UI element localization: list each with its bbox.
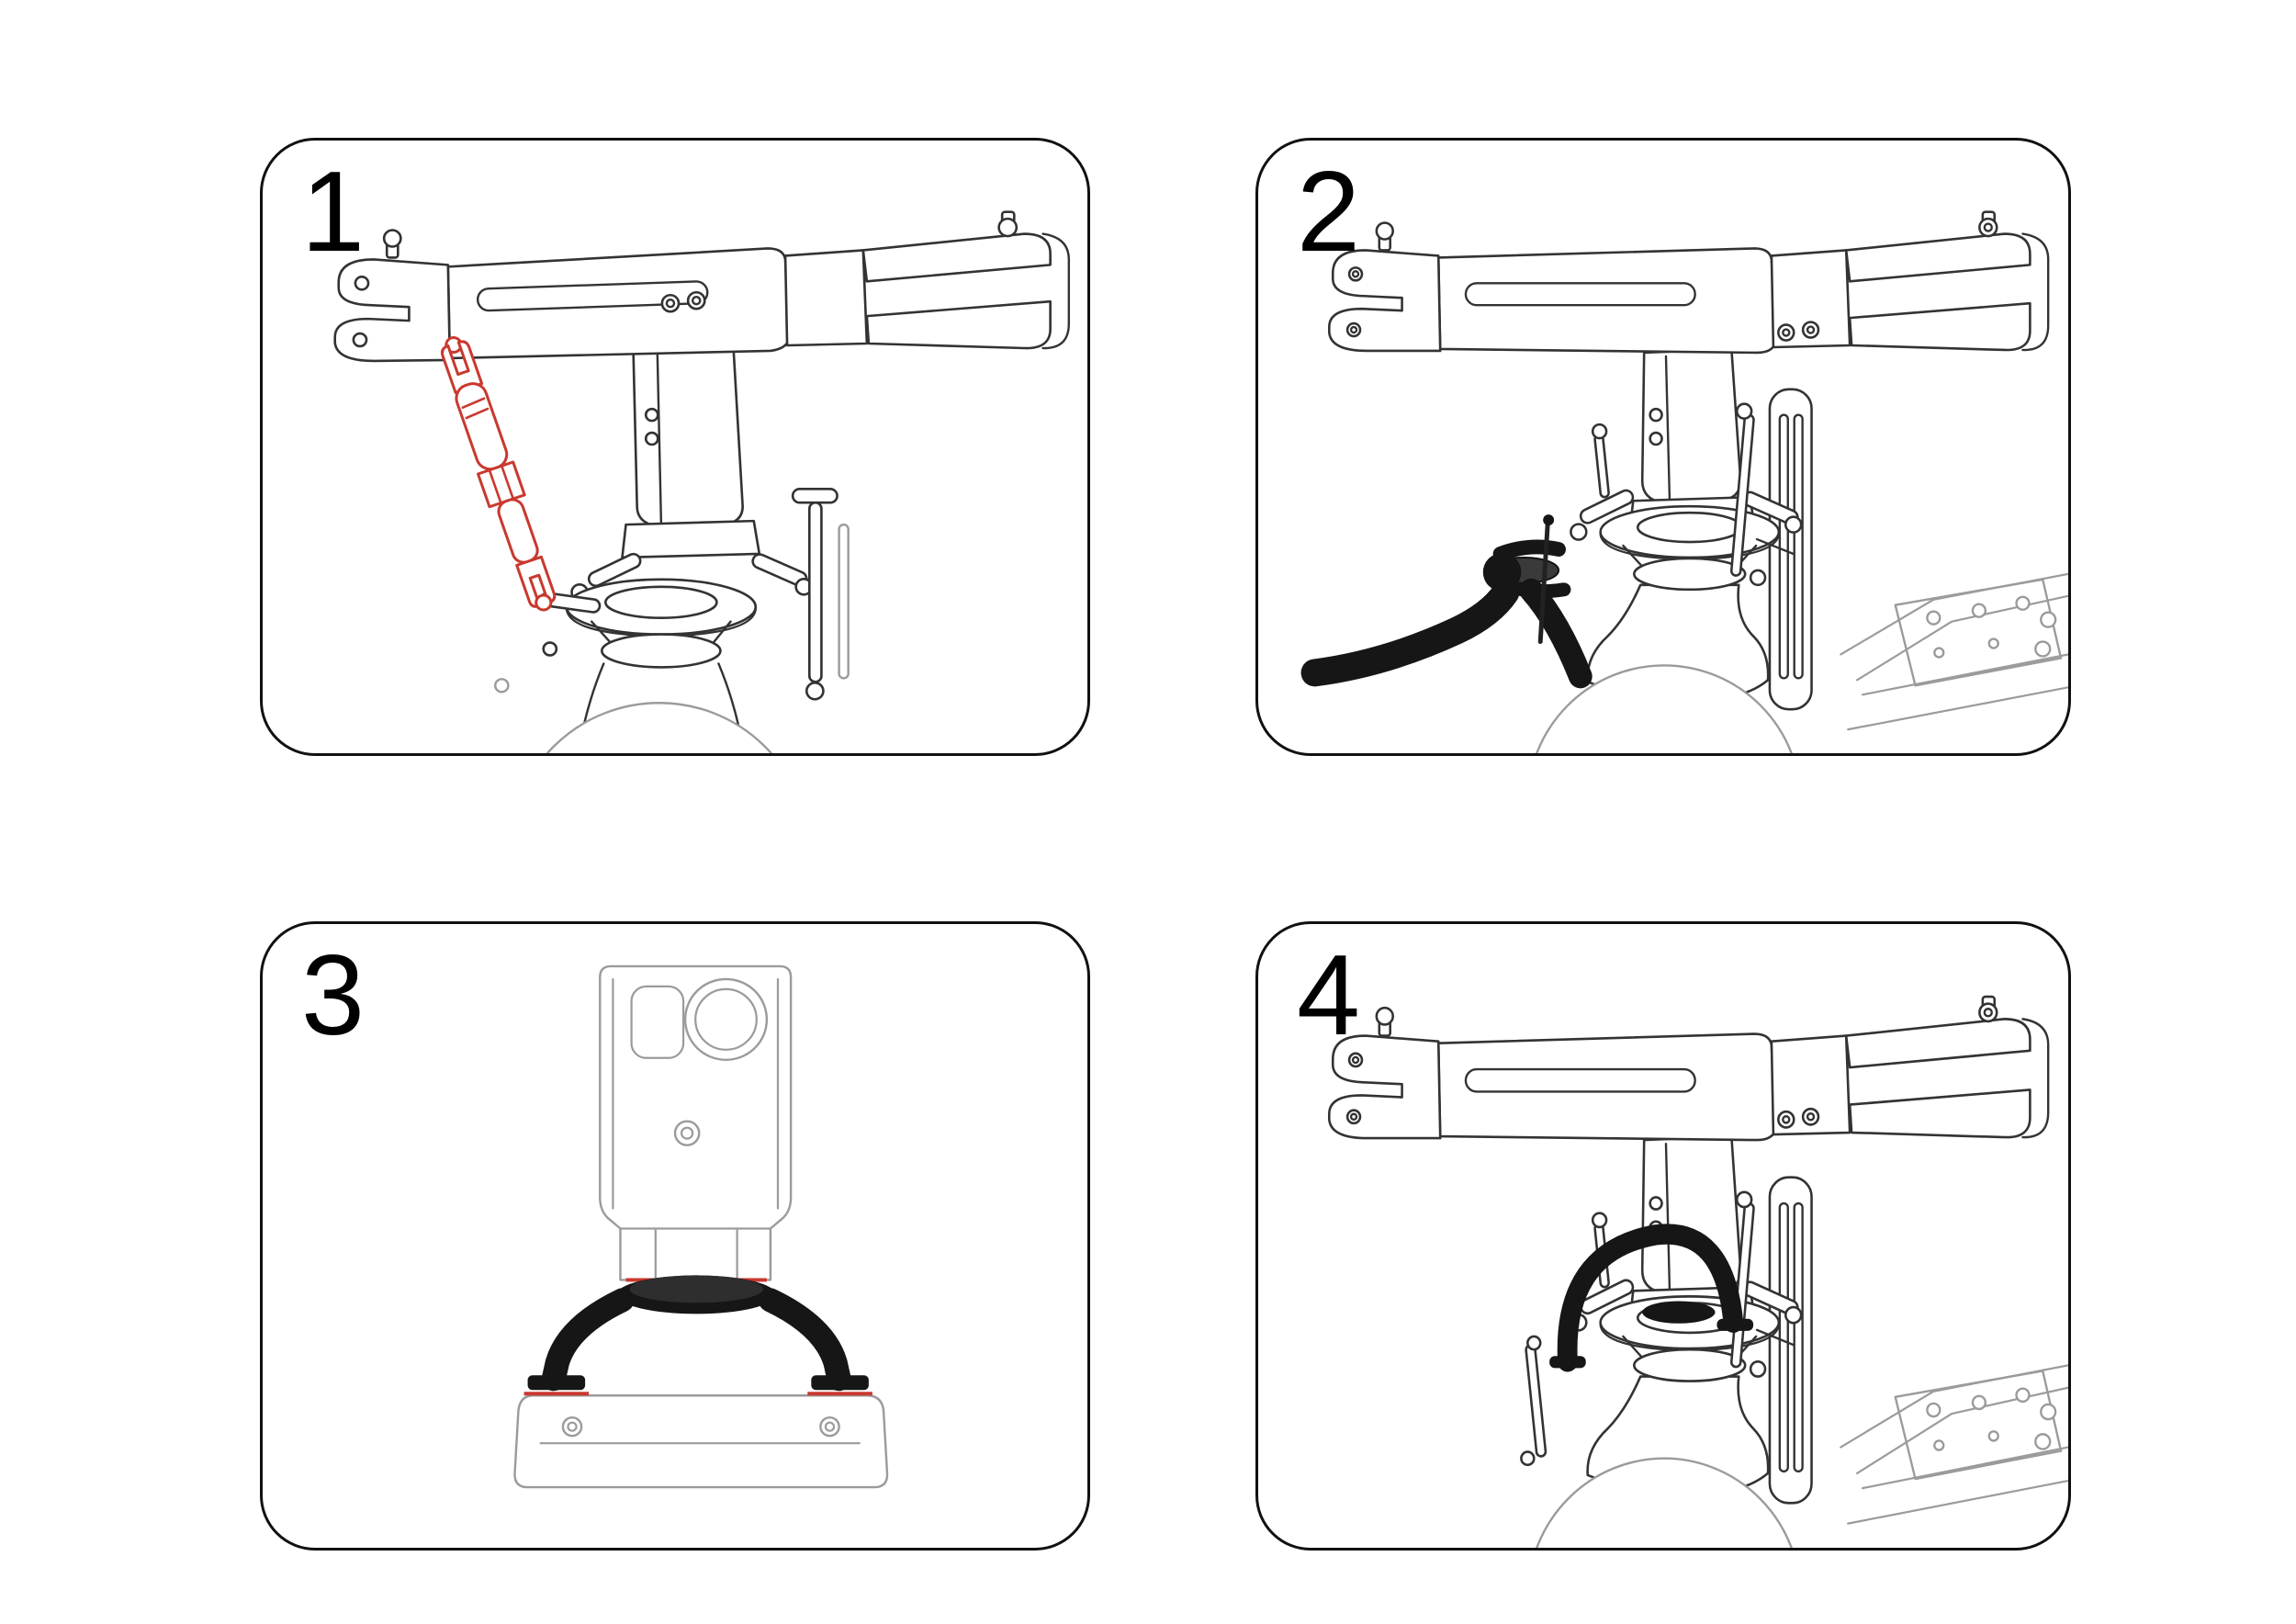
- pitch-links-lower: [1520, 1335, 1548, 1467]
- rotor-head-tool-insert-illustration: [1300, 210, 2068, 753]
- step-number-1: 1: [301, 149, 365, 276]
- contact-highlight-left-foot: [523, 1392, 590, 1396]
- step-number-4: 4: [1297, 932, 1360, 1059]
- ball-link: [494, 678, 510, 694]
- swashplate-leveler-tool-installed: [1549, 1224, 1754, 1372]
- rotor-head-turnbuckle-illustration: [333, 210, 1071, 753]
- blade-grip-arm: [333, 210, 1071, 363]
- step-panel-3: 3: [260, 921, 1090, 1551]
- rotor-head-tool-engaged-illustration: [1327, 995, 2068, 1548]
- swashplate: [539, 578, 758, 669]
- ball-link: [542, 641, 558, 657]
- turnbuckle-linkage-highlight: [440, 336, 557, 612]
- step-number-2: 2: [1297, 149, 1360, 276]
- head-bell: [546, 662, 773, 753]
- step-panel-2: 2: [1255, 138, 2071, 756]
- swashplate-leveler-tool: [1300, 514, 1593, 689]
- contact-highlight-right-foot: [807, 1392, 872, 1396]
- step-panel-4: 4: [1255, 921, 2071, 1551]
- pitch-links: [791, 487, 850, 701]
- step-number-3: 3: [301, 932, 365, 1059]
- swashplate-leveler-tool: [527, 1275, 869, 1392]
- center-hub: [621, 345, 761, 559]
- step-panel-1: 1: [260, 138, 1090, 756]
- main-shaft-tower: [599, 964, 793, 1281]
- tool-pin: [1537, 522, 1550, 645]
- base-plate: [513, 1394, 889, 1489]
- main-shaft-tool-seated-illustration: [513, 964, 889, 1489]
